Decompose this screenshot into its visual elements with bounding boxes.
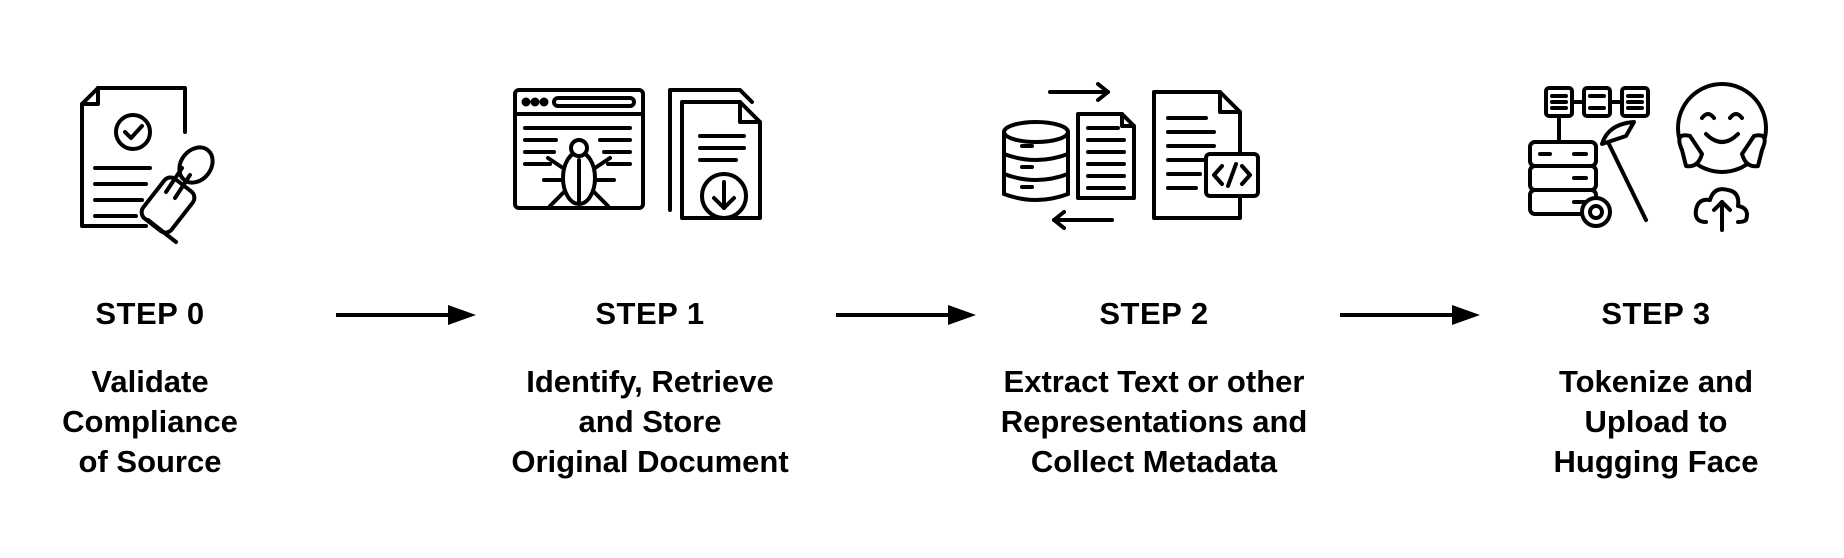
description-line: Upload to <box>1584 404 1728 439</box>
description-line: of Source <box>78 444 222 479</box>
description-line: Compliance <box>62 404 238 439</box>
hugging-face-icon <box>1676 82 1768 174</box>
compliance-document-icon <box>80 86 187 228</box>
stamp-icon <box>139 145 215 244</box>
step-3: STEP 3 Tokenize and Upload to Hugging Fa… <box>1476 0 1836 558</box>
description-line: Validate <box>91 364 209 399</box>
description-line: and Store <box>578 404 722 439</box>
step-0-icons <box>0 70 330 244</box>
step-description: Extract Text or other Representations an… <box>974 362 1334 482</box>
cloud-upload-icon <box>1693 187 1749 232</box>
step-2-icons <box>974 70 1334 240</box>
description-line: Extract Text or other <box>1003 364 1305 399</box>
step-2: STEP 2 Extract Text or other Representat… <box>974 0 1334 558</box>
download-document-icon <box>668 88 762 220</box>
code-document-icon <box>1152 90 1260 220</box>
arrow-icon <box>336 305 476 325</box>
arrow-icon <box>836 305 976 325</box>
step-label: STEP 0 <box>95 296 205 331</box>
step-3-icons <box>1476 70 1836 240</box>
step-description: Tokenize and Upload to Hugging Face <box>1476 362 1836 482</box>
description-line: Representations and <box>1000 404 1308 439</box>
description-line: Hugging Face <box>1553 444 1759 479</box>
step-1-icons <box>470 70 830 240</box>
tokenizer-server-icon <box>1528 86 1650 228</box>
arrow-icon <box>1340 305 1480 325</box>
step-label: STEP 1 <box>595 296 705 331</box>
web-crawler-icon <box>513 88 645 210</box>
step-label: STEP 2 <box>1099 296 1209 331</box>
step-1: STEP 1 Identify, Retrieve and Store Orig… <box>470 0 830 558</box>
database-transfer-icon <box>1002 82 1136 230</box>
step-description: Identify, Retrieve and Store Original Do… <box>470 362 830 482</box>
step-description: Validate Compliance of Source <box>0 362 330 482</box>
description-line: Identify, Retrieve <box>526 364 774 399</box>
step-0: STEP 0 Validate Compliance of Source <box>0 0 330 558</box>
description-line: Original Document <box>511 444 789 479</box>
description-line: Collect Metadata <box>1030 444 1278 479</box>
description-line: Tokenize and <box>1558 364 1754 399</box>
step-label: STEP 3 <box>1601 296 1711 331</box>
